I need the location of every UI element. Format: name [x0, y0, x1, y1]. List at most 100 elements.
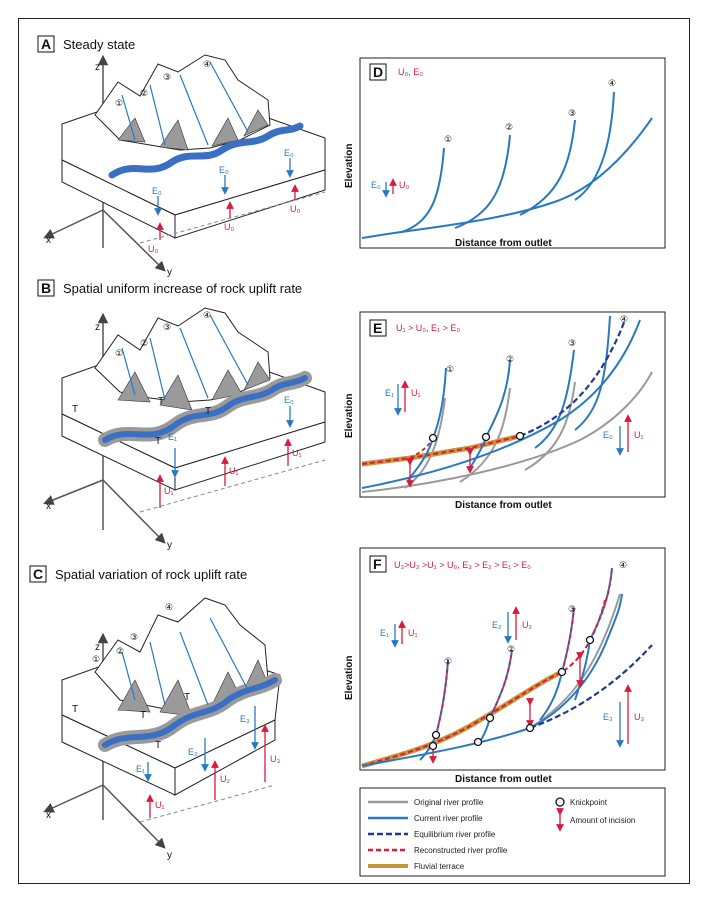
f-knickpoint-6: [525, 723, 535, 733]
c-x-axis: [43, 784, 104, 813]
f-knickpoint-5: [557, 667, 567, 677]
b-t-4: T: [155, 436, 161, 447]
legend-current: Current river profile: [414, 814, 483, 823]
panel-e-header: U₁ > U₀, E₁ > E₀: [396, 323, 460, 333]
f-reconstructed-1: [435, 659, 449, 736]
b-z-label: z: [95, 322, 100, 333]
a-u0-label-3: U₀: [290, 204, 300, 214]
f-reconstructed-3: [561, 607, 575, 673]
panel-f-xlabel: Distance from outlet: [455, 774, 552, 785]
f-right-u: U₃: [634, 712, 644, 722]
e-current-4: [574, 315, 611, 431]
c-e1-label: E₁: [136, 764, 145, 774]
b-y-label: y: [167, 540, 172, 551]
panel-f-frame: [359, 547, 666, 771]
z-axis-label: z: [95, 62, 100, 73]
c-x-label: x: [46, 810, 51, 821]
e-right-e: E₀: [603, 430, 613, 440]
c-e2-label: E₂: [188, 747, 198, 757]
a-e0-label-2: E₀: [219, 165, 229, 175]
e-river-4: ④: [620, 315, 628, 325]
panel-a-letter: A: [41, 36, 51, 52]
a-river-4: ④: [203, 60, 211, 70]
d-profile-2: [454, 134, 511, 229]
f-mid-u: U₂: [522, 620, 532, 630]
y-axis: [102, 209, 166, 272]
b-u1-label-1: U₁: [164, 486, 174, 496]
a-u0-label-1: U₀: [148, 244, 158, 254]
f-equilibrium: [529, 644, 653, 730]
d-river-1: ①: [444, 135, 452, 145]
legend-knickpoint-swatch: [555, 797, 565, 807]
c-u1-label: U₁: [155, 800, 165, 810]
c-river-3: ③: [130, 633, 138, 643]
panel-f: F U₃>U₂ >U₁ > U₀, E₃ > E₂ > E₁ > E₀ Elev…: [344, 547, 666, 785]
d-side-e: E₀: [371, 180, 381, 190]
block-c-side: [174, 719, 276, 796]
legend-equilibrium: Equilibrium river profile: [414, 830, 496, 839]
b-river-3: ③: [163, 323, 171, 333]
d-profile-4: [574, 91, 615, 201]
y-axis-label: y: [167, 267, 172, 278]
b-e0-label: E₀: [284, 395, 294, 405]
f-mid-e: E₂: [492, 620, 502, 630]
c-river-4: ④: [165, 603, 173, 613]
e-river-3: ③: [568, 339, 576, 349]
a-river-2: ②: [140, 89, 148, 99]
d-river-2: ②: [505, 123, 513, 133]
c-y-axis: [102, 784, 166, 849]
x-axis: [43, 209, 104, 239]
panel-d-ylabel: Elevation: [344, 144, 355, 188]
main-river-a: [108, 122, 304, 179]
f-knickpoint-7: [585, 635, 595, 645]
c-e3-label: E₃: [240, 714, 250, 724]
panel-e-letter-box: [369, 319, 387, 337]
d-river-4: ④: [608, 79, 616, 89]
panel-b: B Spatial uniform increase of rock uplif…: [37, 279, 326, 551]
panel-e-frame: [359, 311, 666, 498]
a-base-dash: [139, 191, 326, 244]
panel-a: A Steady state z x y E₀ E₀ E₀ U₀ U₀ U₀ ①…: [37, 35, 326, 278]
e-original-trunk: [361, 371, 653, 493]
panel-f-ylabel: Elevation: [344, 656, 355, 700]
legend-frame: [359, 787, 666, 877]
e-knickpoint-3: [515, 431, 525, 441]
a-u0-label-2: U₀: [224, 222, 234, 232]
d-side-u: U₀: [399, 180, 409, 190]
panel-d: D U₀, E₀ Elevation Distance from outlet …: [344, 57, 666, 249]
a-river-1: ①: [115, 99, 123, 109]
c-river-1: ①: [92, 655, 100, 665]
panel-c-letter: C: [33, 566, 43, 582]
main-river-c: [102, 677, 278, 748]
c-t-2: T: [140, 710, 146, 721]
panel-d-xlabel: Distance from outlet: [455, 238, 552, 249]
e-current-trunk: [361, 319, 641, 489]
c-y-label: y: [167, 850, 172, 861]
d-trunk-profile: [361, 117, 653, 239]
f-left-u: U₁: [408, 628, 418, 638]
f-reconstructed-trunk: [361, 599, 606, 767]
hillshade-a: [117, 109, 269, 151]
b-river-1: ①: [115, 349, 123, 359]
f-river-4: ④: [619, 561, 627, 571]
a-river-3: ③: [163, 73, 171, 83]
e-knickpoint-2: [481, 432, 491, 442]
b-y-axis: [102, 479, 166, 544]
legend-incision: Amount of incision: [570, 816, 635, 825]
b-t-3: T: [205, 406, 211, 417]
b-e1-label: E₁: [168, 432, 177, 442]
main-river-b: [102, 375, 308, 443]
legend: Original river profile Current river pro…: [359, 787, 666, 877]
e-knickpoint-1: [428, 433, 438, 443]
f-left-e: E₁: [380, 628, 389, 638]
b-river-2: ②: [140, 339, 148, 349]
e-right-u: U₁: [634, 430, 644, 440]
panel-e-ylabel: Elevation: [344, 394, 355, 438]
panel-f-letter: F: [373, 556, 382, 572]
legend-knickpoint: Knickpoint: [570, 798, 608, 807]
e-left-u: U₁: [411, 388, 421, 398]
f-knickpoint-1: [431, 730, 441, 740]
a-e0-label-3: E₀: [284, 148, 294, 158]
panel-c-title: Spatial variation of rock uplift rate: [55, 567, 247, 582]
c-u2-label: U₂: [220, 774, 230, 784]
